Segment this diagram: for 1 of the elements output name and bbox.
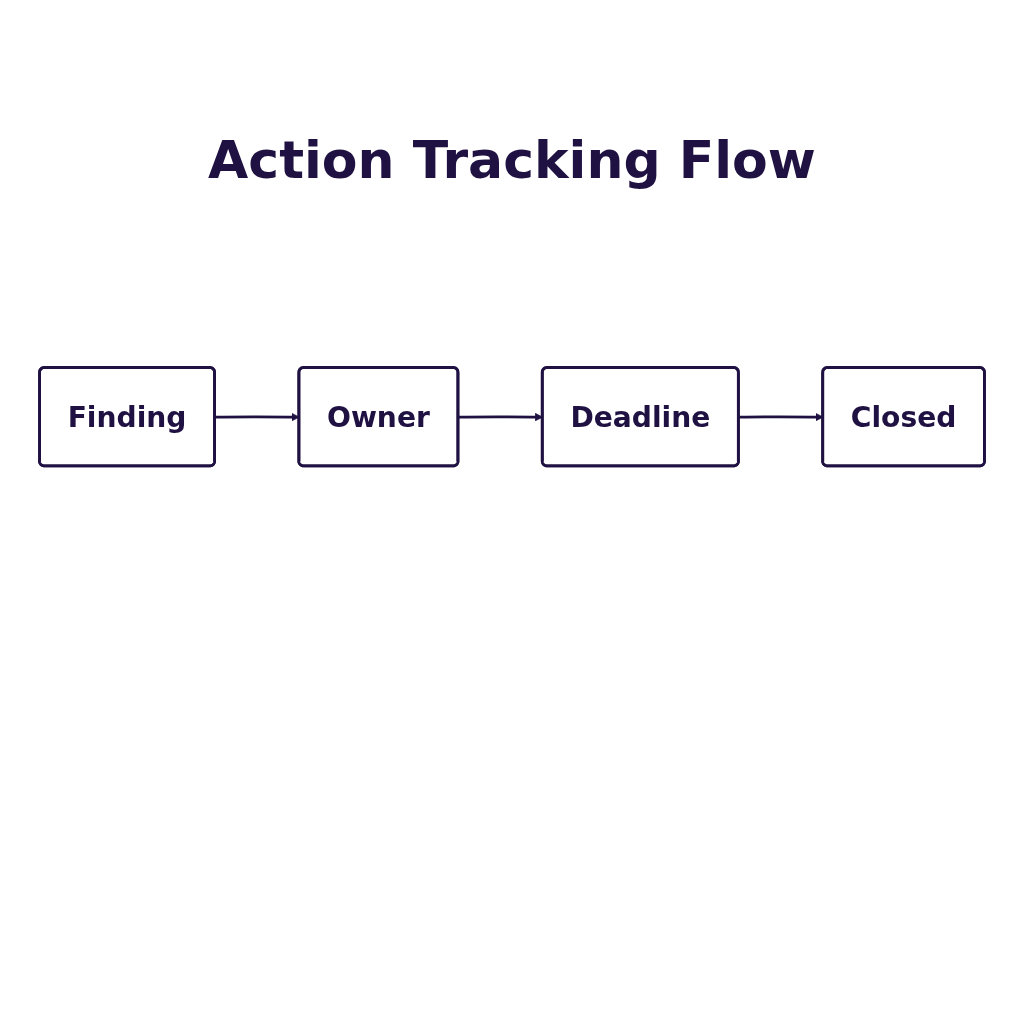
- diagram-title: Action Tracking Flow: [208, 130, 816, 190]
